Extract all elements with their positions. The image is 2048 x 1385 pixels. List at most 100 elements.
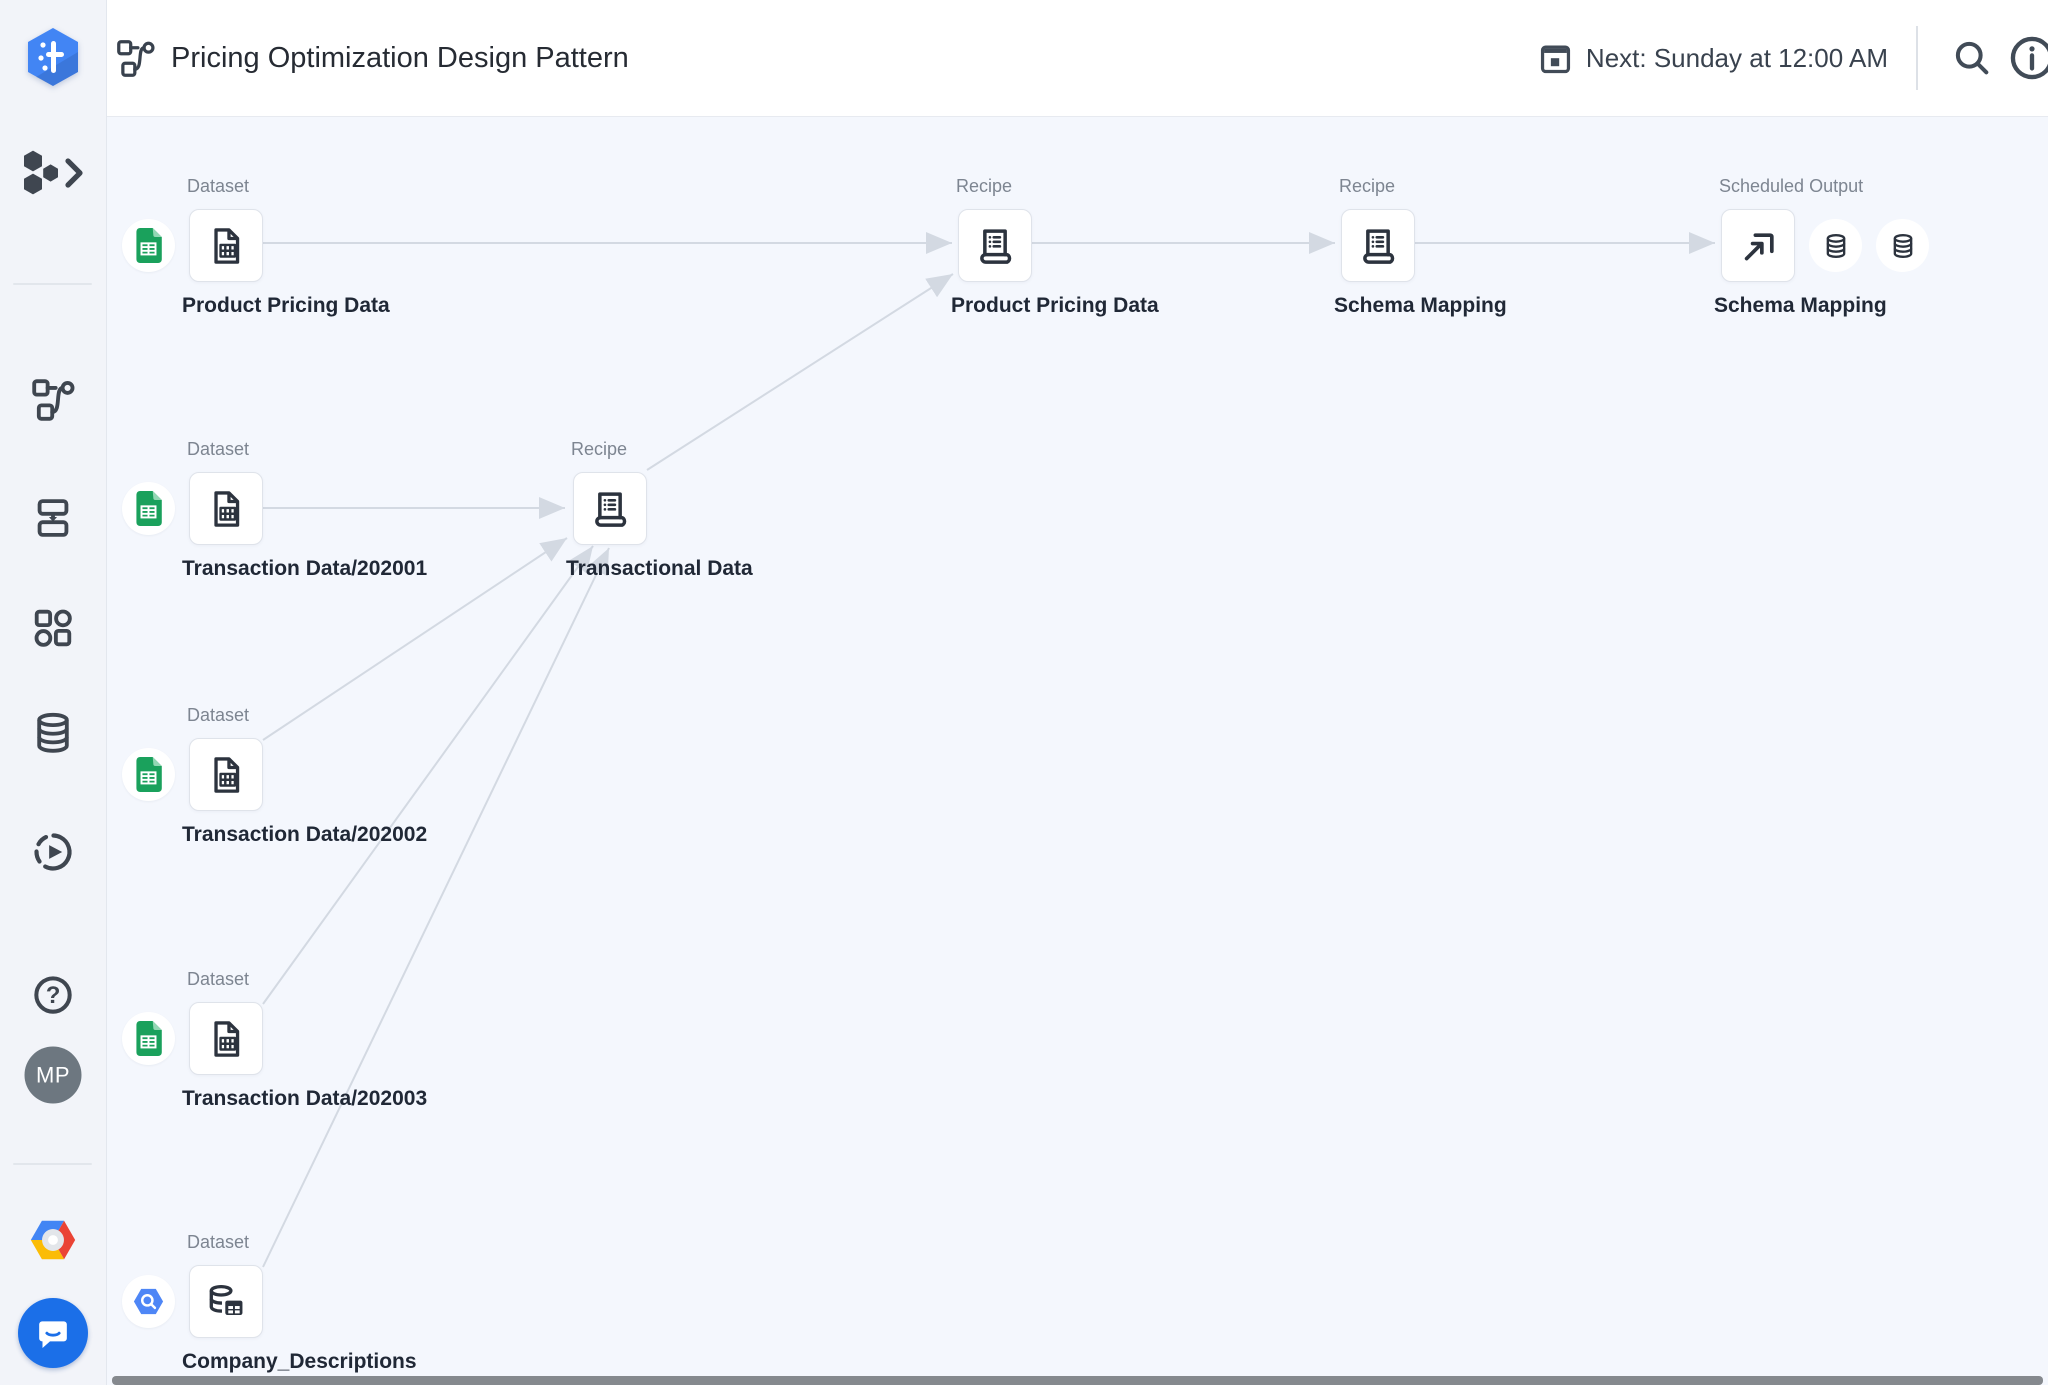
- recipe-icon: [980, 228, 1012, 264]
- output-destinations: [1809, 219, 1929, 272]
- flow-edge-recipe-transactional-data-to-recipe-product-pricing: [646, 273, 954, 471]
- spreadsheet-file-icon: [214, 227, 240, 264]
- node-recipe-transactional-data[interactable]: Recipe: [566, 439, 753, 580]
- schedule-text: Next: Sunday at 12:00 AM: [1585, 42, 1888, 73]
- header-divider: [1916, 26, 1918, 90]
- sidebar-divider: [13, 283, 92, 285]
- dataprep-logo[interactable]: [26, 27, 80, 87]
- sidebar-item-connections[interactable]: [30, 710, 76, 756]
- node-name: Schema Mapping: [1334, 294, 1507, 317]
- node-name: Product Pricing Data: [182, 294, 390, 317]
- node-name: Product Pricing Data: [951, 294, 1159, 317]
- node-card[interactable]: [189, 1265, 263, 1338]
- spreadsheet-file-icon: [214, 1020, 240, 1057]
- source-badge: [122, 1012, 175, 1065]
- node-card[interactable]: [958, 209, 1032, 282]
- chat-feedback-button[interactable]: [18, 1298, 88, 1368]
- connections-database-icon: [37, 712, 69, 753]
- node-dataset-transaction-202002[interactable]: Dataset: [122, 705, 427, 846]
- node-type-label: Recipe: [956, 176, 1013, 196]
- node-name: Transaction Data/202001: [182, 557, 428, 580]
- flow-edge-dataset-transaction-202003-to-recipe-transactional-data: [262, 545, 594, 1005]
- chat-feedback-icon: [39, 1321, 67, 1348]
- job-history-icon: [34, 833, 72, 871]
- sidebar-item-library[interactable]: [30, 605, 76, 651]
- info-button[interactable]: [2000, 26, 2048, 90]
- horizontal-scrollbar[interactable]: [112, 1376, 2043, 1385]
- google-sheets-icon: [136, 1020, 162, 1057]
- node-name: Schema Mapping: [1714, 294, 1887, 317]
- node-dataset-transaction-202001[interactable]: Dataset: [122, 439, 427, 580]
- calendar-icon: [1540, 44, 1570, 73]
- flow-edge-dataset-transaction-202002-to-recipe-transactional-data: [262, 537, 568, 741]
- flow-edge-dataset-company-descriptions-to-recipe-transactional-data: [262, 547, 610, 1268]
- node-recipe-schema-mapping[interactable]: Recipe: [1334, 176, 1507, 317]
- node-type-label: Dataset: [187, 1232, 250, 1252]
- sidebar: ? MP: [0, 0, 107, 1385]
- dataprep-logo-icon: [28, 28, 78, 86]
- node-card[interactable]: [189, 738, 263, 811]
- node-type-label: Scheduled Output: [1719, 176, 1864, 196]
- app-header: Pricing Optimization Design Pattern Next…: [107, 0, 2048, 117]
- source-badge: [122, 1275, 175, 1328]
- node-recipe-product-pricing[interactable]: Recipe: [951, 176, 1159, 317]
- sidebar-item-flows[interactable]: [30, 377, 76, 423]
- database-icon: [1893, 233, 1912, 258]
- node-dataset-product-pricing[interactable]: Dataset: [122, 176, 390, 317]
- flow-canvas[interactable]: Dataset: [107, 117, 2048, 1385]
- node-card[interactable]: [189, 1002, 263, 1075]
- node-name: Transaction Data/202003: [182, 1087, 428, 1110]
- google-cloud-logo-icon: [30, 1220, 76, 1260]
- sidebar-item-job-history[interactable]: [30, 829, 76, 875]
- recipe-icon: [595, 491, 627, 527]
- publishing-destination[interactable]: [1809, 219, 1862, 272]
- avatar-initials: MP: [24, 1046, 82, 1104]
- flow-edges: [262, 232, 1715, 1268]
- sidebar-item-plans[interactable]: [30, 495, 76, 541]
- database-table-icon: [209, 1284, 243, 1315]
- node-dataset-company-descriptions[interactable]: Dataset: [122, 1232, 417, 1373]
- google-sheets-icon: [136, 490, 162, 527]
- page-title: Pricing Optimization Design Pattern: [171, 41, 629, 74]
- sidebar-divider-bottom: [13, 1163, 92, 1165]
- plans-icon: [37, 499, 69, 537]
- node-card[interactable]: [1721, 209, 1795, 282]
- source-badge: [122, 748, 175, 801]
- schedule-status: Next: Sunday at 12:00 AM: [1537, 40, 1888, 77]
- node-name: Company_Descriptions: [182, 1350, 417, 1373]
- node-type-label: Recipe: [571, 439, 628, 459]
- recipe-icon: [1363, 228, 1395, 264]
- google-sheets-icon: [136, 756, 162, 793]
- sidebar-item-help[interactable]: ?: [30, 972, 76, 1018]
- node-dataset-transaction-202003[interactable]: Dataset: [122, 969, 427, 1110]
- node-card[interactable]: [189, 209, 263, 282]
- node-type-label: Dataset: [187, 439, 250, 459]
- spreadsheet-file-icon: [214, 756, 240, 793]
- source-badge: [122, 482, 175, 535]
- node-card[interactable]: [1341, 209, 1415, 282]
- node-card[interactable]: [189, 472, 263, 545]
- hexagon-menu-icon: [24, 150, 83, 195]
- node-output-schema-mapping[interactable]: Scheduled Output: [1714, 176, 1929, 317]
- info-icon: [2010, 36, 2048, 80]
- output-arrow-icon: [1744, 232, 1774, 260]
- node-name: Transactional Data: [566, 557, 753, 580]
- publishing-destination[interactable]: [1876, 219, 1929, 272]
- chevron-right-icon: [65, 158, 83, 188]
- bigquery-icon: [133, 1288, 164, 1315]
- node-card[interactable]: [573, 472, 647, 545]
- node-type-label: Recipe: [1339, 176, 1396, 196]
- node-name: Transaction Data/202002: [182, 823, 428, 846]
- node-type-label: Dataset: [187, 969, 250, 989]
- search-button[interactable]: [1944, 30, 2000, 86]
- library-icon: [34, 609, 72, 647]
- sidebar-item-environment[interactable]: [15, 146, 91, 200]
- svg-text:?: ?: [46, 982, 61, 1009]
- flow-icon: [117, 39, 155, 77]
- help-icon: ?: [34, 976, 72, 1014]
- google-sheets-icon: [136, 227, 162, 264]
- user-avatar[interactable]: MP: [24, 1046, 82, 1104]
- google-cloud-logo[interactable]: [25, 1217, 81, 1264]
- database-icon: [1826, 233, 1845, 258]
- flows-icon: [32, 379, 75, 421]
